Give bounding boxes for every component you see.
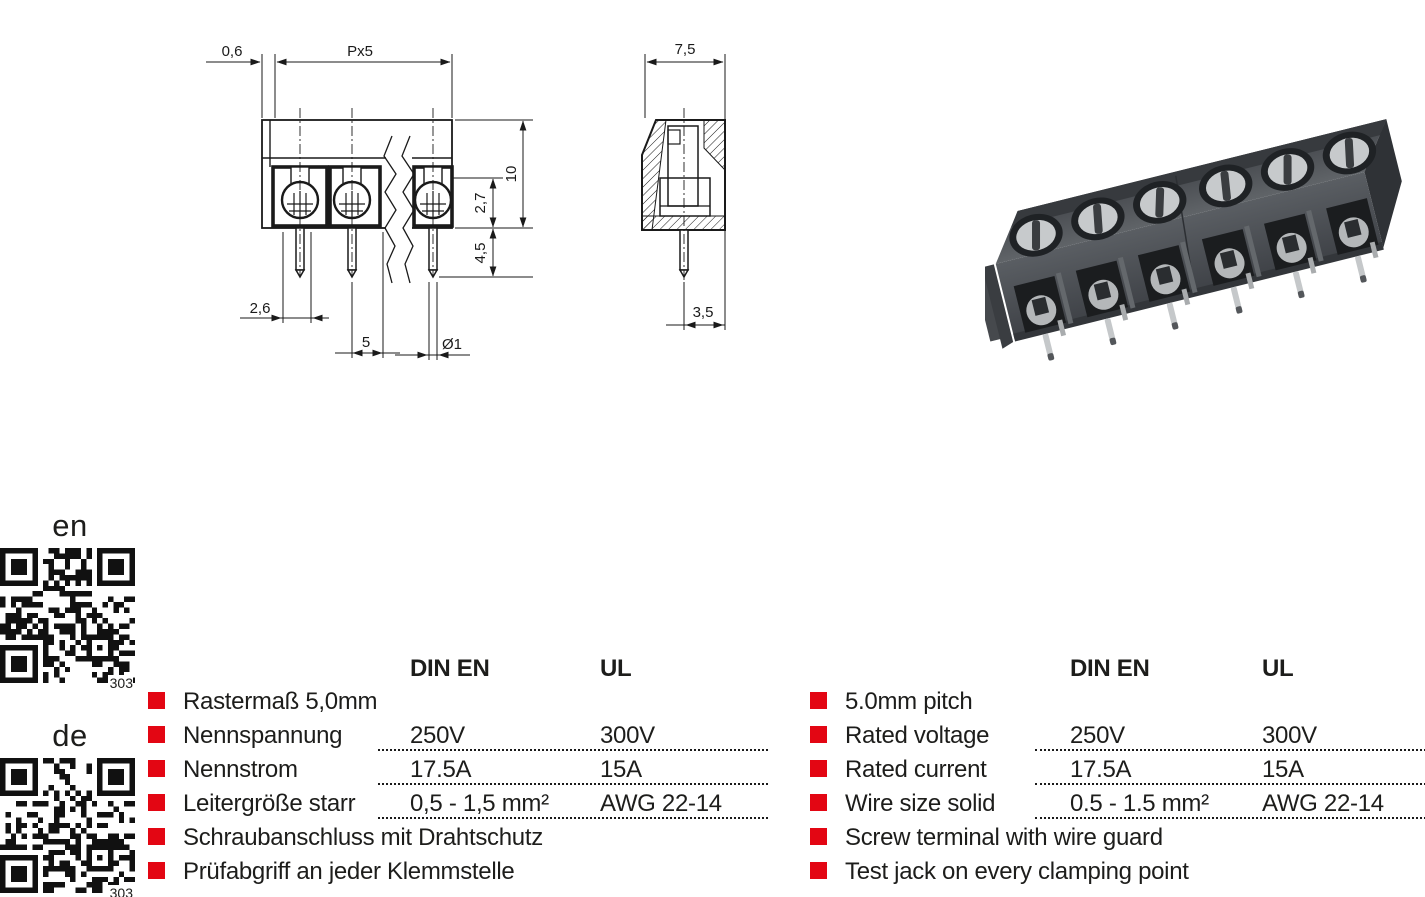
spec-value-ul: AWG 22-14 [1262, 790, 1384, 817]
bullet-icon [148, 726, 165, 743]
bullet-icon [148, 760, 165, 777]
bullet-icon [810, 828, 827, 845]
dim-pin-offset: 3,5 [693, 304, 714, 321]
spec-row: Leitergröße starr 0,5 - 1,5 mm² AWG 22-1… [145, 787, 768, 821]
spec-row: Wire size solid 0.5 - 1.5 mm² AWG 22-14 [807, 787, 1425, 821]
bullet-icon [810, 794, 827, 811]
spec-row: Test jack on every clamping point [807, 855, 1425, 889]
spec-value-ul: 300V [600, 722, 655, 749]
qr-image-de [0, 758, 135, 893]
spec-row: Rated voltage 250V 300V [807, 719, 1425, 753]
bullet-icon [810, 726, 827, 743]
spec-label: Test jack on every clamping point [845, 858, 1189, 885]
dotted-leader [378, 749, 768, 751]
spec-table-en: DIN EN UL 5.0mm pitch Rated voltage 250V… [807, 655, 1425, 889]
spec-row: Nennstrom 17.5A 15A [145, 753, 768, 787]
qr-block-de: de 303 [0, 718, 140, 897]
dotted-leader [378, 817, 768, 819]
qr-language-label: de [52, 718, 88, 753]
qr-number: 303 [107, 885, 133, 897]
spec-label: 5.0mm pitch [845, 688, 973, 715]
spec-label: Rastermaß 5,0mm [183, 688, 378, 715]
dim-height: 10 [503, 166, 520, 183]
spec-value-ul: 15A [600, 756, 642, 783]
spec-label: Screw terminal with wire guard [845, 824, 1163, 851]
spec-label: Nennspannung [183, 722, 343, 749]
spec-row: Screw terminal with wire guard [807, 821, 1425, 855]
bullet-icon [148, 794, 165, 811]
qr-code-en: 303 [0, 548, 135, 691]
dim-clamp-depth: 2,7 [472, 193, 489, 214]
dim-wall: 0,6 [222, 43, 243, 60]
spec-row: Rated current 17.5A 15A [807, 753, 1425, 787]
side-view-drawing: 7,5 3,5 [641, 41, 726, 330]
spec-row: Rastermaß 5,0mm [145, 685, 765, 719]
bullet-icon [148, 862, 165, 879]
bullet-icon [148, 692, 165, 709]
column-header-ul: UL [1262, 655, 1294, 682]
bullet-icon [810, 862, 827, 879]
column-header-ul: UL [600, 655, 632, 682]
product-photo [985, 119, 1402, 361]
dim-pole-pitch: 5 [362, 334, 370, 351]
column-header-din-en: DIN EN [410, 655, 490, 682]
bullet-icon [148, 828, 165, 845]
column-header-din-en: DIN EN [1070, 655, 1150, 682]
spec-value-din: 17.5A [1070, 756, 1132, 783]
dotted-leader [1035, 783, 1425, 785]
spec-value-din: 250V [410, 722, 465, 749]
spec-header: DIN EN UL [807, 655, 1425, 685]
qr-block-en: en 303 [0, 508, 140, 691]
qr-image-en [0, 548, 135, 683]
dim-depth: 7,5 [675, 41, 696, 58]
qr-code-de: 303 [0, 758, 135, 897]
spec-value-din: 0,5 - 1,5 mm² [410, 790, 549, 817]
spec-label: Prüfabgriff an jeder Klemmstelle [183, 858, 515, 885]
spec-value-din: 0.5 - 1.5 mm² [1070, 790, 1209, 817]
qr-number: 303 [107, 675, 133, 691]
dotted-leader [378, 783, 768, 785]
spec-label: Nennstrom [183, 756, 298, 783]
spec-value-ul: 300V [1262, 722, 1317, 749]
dim-pin-diameter: Ø1 [442, 336, 462, 353]
bullet-icon [810, 692, 827, 709]
front-view-drawing: 0,6 Px5 10 2,7 4,5 2,6 5 Ø1 [206, 43, 533, 360]
spec-value-din: 17.5A [410, 756, 472, 783]
spec-value-ul: AWG 22-14 [600, 790, 722, 817]
dim-pitch: Px5 [347, 43, 373, 60]
spec-row: Nennspannung 250V 300V [145, 719, 768, 753]
dotted-leader [1035, 817, 1425, 819]
spec-label: Leitergröße starr [183, 790, 356, 817]
dotted-leader [1035, 749, 1425, 751]
spec-row: Prüfabgriff an jeder Klemmstelle [145, 855, 765, 889]
spec-label: Rated current [845, 756, 987, 783]
dim-clamp-width: 2,6 [250, 300, 271, 317]
spec-value-din: 250V [1070, 722, 1125, 749]
spec-header: DIN EN UL [145, 655, 765, 685]
spec-row: 5.0mm pitch [807, 685, 1425, 719]
spec-label: Schraubanschluss mit Drahtschutz [183, 824, 543, 851]
terminal-block-render [985, 119, 1402, 361]
spec-label: Rated voltage [845, 722, 990, 749]
bullet-icon [810, 760, 827, 777]
spec-row: Schraubanschluss mit Drahtschutz [145, 821, 765, 855]
qr-language-label: en [52, 508, 88, 543]
spec-value-ul: 15A [1262, 756, 1304, 783]
dim-pin-length: 4,5 [472, 243, 489, 264]
spec-table-de: DIN EN UL Rastermaß 5,0mm Nennspannung 2… [145, 655, 768, 889]
spec-label: Wire size solid [845, 790, 996, 817]
